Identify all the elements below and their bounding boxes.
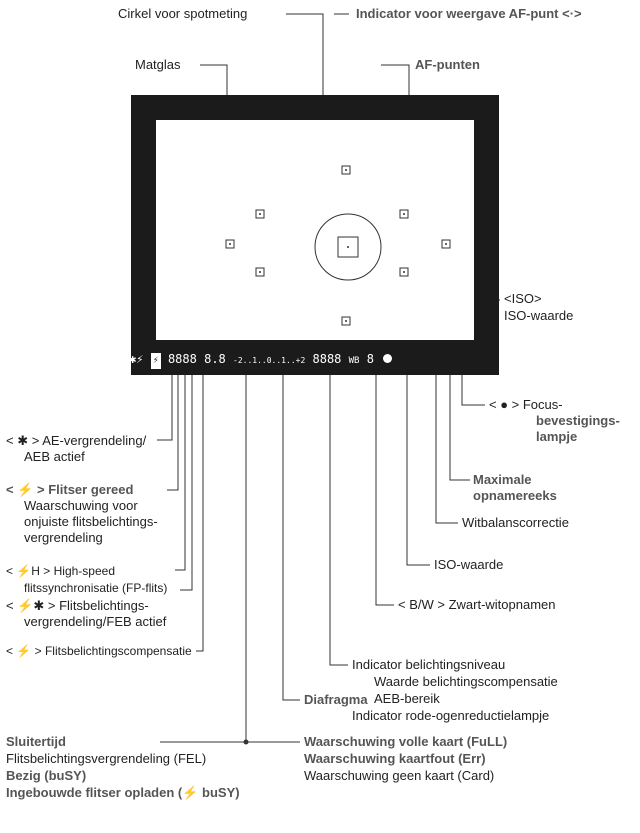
fe-lock-label-b: vergrendeling/FEB actief xyxy=(24,614,167,629)
max-burst-label-b: opnamereeks xyxy=(473,488,557,503)
exposure-indicator-label: Indicator belichtingsniveau xyxy=(352,657,506,672)
focus-confirm-icon xyxy=(383,354,393,363)
shutter-display: 8888 xyxy=(167,352,197,366)
iso-display: 8888 xyxy=(312,352,342,366)
wb-icon: WB xyxy=(348,356,360,366)
aperture-display: 8.8 xyxy=(204,352,226,366)
af-display-indicator-label: Indicator voor weergave AF-punt <·> xyxy=(356,6,582,21)
no-card-label: Waarschuwing geen kaart (Card) xyxy=(304,768,495,783)
high-speed-label-b: flitssynchronisatie (FP-flits) xyxy=(24,581,168,595)
wb-correction-label: Witbalanscorrectie xyxy=(462,515,569,530)
flash-comp-icon: ⚡ xyxy=(150,353,161,369)
focus-label-c: lampje xyxy=(536,429,578,444)
exposure-scale: -2..1..0..1..+2 xyxy=(233,356,306,365)
card-full-label: Waarschuwing volle kaart (FuLL) xyxy=(304,734,508,749)
flash-warning-a: Waarschuwing voor xyxy=(24,498,138,513)
card-error-label: Waarschuwing kaartfout (Err) xyxy=(304,751,486,766)
af-point-layout xyxy=(225,165,451,326)
exposure-comp-label: Waarde belichtingscompensatie xyxy=(374,674,558,689)
high-speed-label-a: < ⚡H > High-speed xyxy=(6,564,115,578)
aeb-range-label: AEB-bereik xyxy=(374,691,440,706)
matte-screen-label: Matglas xyxy=(135,57,181,72)
flash-warning-c: vergrendeling xyxy=(24,530,103,545)
af-points-label: AF-punten xyxy=(415,57,480,72)
ae-lock-label-b: AEB actief xyxy=(24,449,85,464)
flash-ready-label: < ⚡ > Flitser gereed xyxy=(6,482,134,497)
focus-label-b: bevestigings- xyxy=(536,413,620,428)
flash-charging-label: Ingebouwde flitser opladen (⚡ buSY) xyxy=(6,785,240,800)
flash-comp-label: < ⚡ > Flitsbelichtingscompensatie xyxy=(6,644,192,658)
matte-screen xyxy=(156,120,474,340)
max-burst-display: 8 xyxy=(366,352,374,366)
spot-circle-label: Cirkel voor spotmeting xyxy=(118,6,248,21)
focus-label-a: < ● > Focus- xyxy=(489,397,563,412)
fel-label: Flitsbelichtingsvergrendeling (FEL) xyxy=(6,751,207,766)
viewfinder-lcd: ✱⚡ ⚡ 8888 8.8 -2..1..0..1..+2 8888 WB 8 xyxy=(129,351,393,369)
shutter-label: Sluitertijd xyxy=(6,734,66,749)
iso-symbol-label: <ISO> xyxy=(504,291,542,306)
bw-label: < B/W > Zwart-witopnamen xyxy=(398,597,556,612)
ae-lock-icon: ✱⚡ xyxy=(129,352,144,366)
max-burst-label-a: Maximale xyxy=(473,472,532,487)
busy-label: Bezig (buSY) xyxy=(6,768,87,783)
iso-value-label: ISO-waarde xyxy=(434,557,504,572)
fe-lock-label-a: < ⚡✱ > Flitsbelichtings- xyxy=(6,598,149,613)
aperture-label: Diafragma xyxy=(304,692,368,707)
iso-value-label-top: ISO-waarde xyxy=(504,308,574,323)
flash-warning-b: onjuiste flitsbelichtings- xyxy=(24,514,158,529)
red-eye-label: Indicator rode-ogenreductielampje xyxy=(352,708,550,723)
spot-metering-circle xyxy=(314,213,382,281)
ae-lock-label-a: < ✱ > AE-vergrendeling/ xyxy=(6,433,147,448)
viewfinder-frame: ✱⚡ ⚡ 8888 8.8 -2..1..0..1..+2 8888 WB 8 xyxy=(129,95,499,375)
